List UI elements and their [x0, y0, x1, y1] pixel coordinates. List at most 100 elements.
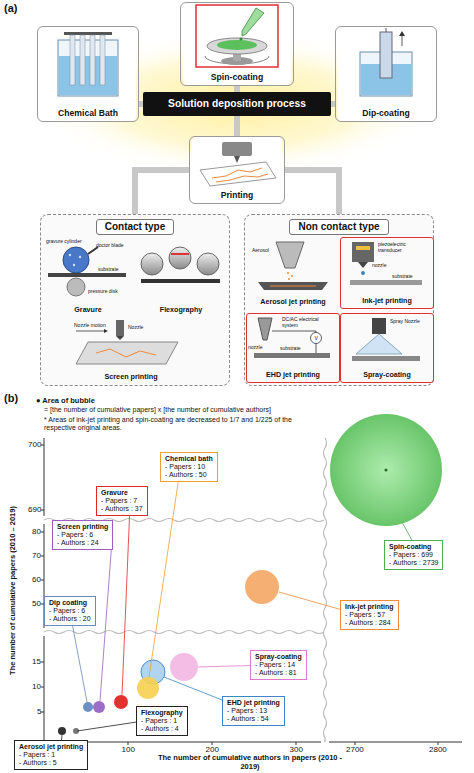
process-box: Spin-coating — [180, 2, 294, 86]
node-title: Ink-jet printing — [341, 297, 433, 306]
tick-label: 70 — [32, 551, 41, 561]
substrate — [350, 280, 422, 285]
piezo — [356, 246, 370, 250]
callout-box: Spin-coating- Papers : 699- Authors : 27… — [384, 540, 443, 570]
roller — [141, 253, 163, 275]
node-title: Screen printing — [68, 372, 194, 381]
node-title: Spin-coating — [389, 543, 438, 551]
spray-cone — [356, 334, 402, 354]
connector — [135, 170, 189, 214]
part-label: Aerosol — [252, 247, 269, 253]
motion-arrow — [76, 331, 104, 332]
node-text: - Authors : 5 — [19, 759, 83, 767]
gravure-cylinder — [63, 247, 89, 273]
slide — [70, 35, 75, 85]
screen — [76, 342, 178, 364]
tick-label: 5 — [37, 707, 41, 717]
node-title: Dip coating — [49, 599, 91, 607]
note-text: ● Area of bubble — [36, 396, 95, 405]
node-text: - Authors : 54 — [227, 715, 280, 723]
tick-label: 2700 — [346, 745, 364, 755]
callout-box: Screen printing- Papers : 6- Authors : 2… — [52, 520, 113, 550]
node-text: - Authors : 20 — [49, 615, 91, 623]
node-text: - Papers : 699 — [389, 551, 438, 559]
part-label: DC/AC electrical system — [282, 316, 332, 328]
tick-label: 60 — [32, 575, 41, 585]
droplet — [361, 271, 365, 275]
callout-box: Gravure- Papers : 7- Authors : 37 — [96, 486, 148, 516]
connector-group — [285, 170, 339, 214]
tick-label: 100 — [122, 745, 135, 755]
region-fill — [244, 214, 434, 386]
callout-box: Ink-jet printing- Papers : 57- Authors :… — [340, 600, 399, 630]
cell — [73, 264, 75, 266]
tick-label: 2800 — [429, 745, 447, 755]
x-axis — [329, 742, 462, 743]
part-label: nozzle — [248, 344, 262, 350]
meter — [311, 333, 322, 344]
callout-box: EHD jet printing- Papers : 13- Authors :… — [222, 696, 285, 726]
tick-label: 700 — [28, 440, 41, 450]
substrate — [258, 282, 328, 290]
node-title: Flexography — [134, 306, 228, 315]
slide — [100, 35, 105, 85]
node-text: - Authors : 4 — [141, 725, 183, 733]
connector-group — [135, 170, 189, 214]
callout-box: Spray-coating- Papers : 14- Authors : 81 — [250, 650, 307, 680]
node-text: - Authors : 50 — [165, 471, 213, 479]
node-text: - Papers : 6 — [49, 607, 91, 615]
tick — [296, 742, 297, 745]
method-box: Gravure — [42, 237, 134, 317]
tick-label: 15 — [32, 657, 41, 667]
node-text: - Authors : 284 — [345, 619, 394, 627]
bubble — [245, 570, 279, 604]
node-text: - Authors : 81 — [255, 669, 302, 677]
panel-label: (b) — [4, 392, 18, 405]
pressure-disk — [67, 278, 85, 296]
tick — [41, 532, 44, 533]
callout-box: Chemical bath- Papers : 10- Authors : 50 — [160, 452, 218, 482]
axis-break — [324, 438, 327, 742]
wire — [272, 331, 316, 333]
tick — [355, 742, 356, 745]
pipette — [242, 8, 264, 36]
panel-label: (a) — [4, 2, 17, 15]
printed-track — [96, 349, 156, 357]
bubble — [83, 702, 93, 712]
dip-substrate — [380, 32, 392, 78]
tick — [438, 742, 439, 745]
callout-box: Aerosol jet printing- Papers : 1- Author… — [14, 740, 88, 770]
y-axis — [44, 636, 45, 742]
method-box: Flexography — [134, 237, 228, 317]
bubble — [58, 727, 66, 735]
node-title: Ink-jet printing — [345, 603, 394, 611]
nozzle-tip — [116, 336, 124, 340]
part-label: Nozzle — [128, 324, 143, 330]
print-head — [222, 142, 252, 156]
process-box: Chemical Bath — [37, 26, 139, 122]
connector-group — [237, 116, 238, 136]
highlight-frame — [196, 5, 278, 67]
connector — [234, 116, 240, 136]
web — [141, 279, 220, 283]
motion-head — [104, 329, 108, 333]
node-text: - Papers : 6 — [57, 531, 108, 539]
tick-label: 200 — [206, 745, 219, 755]
holder — [64, 32, 112, 35]
tick-label: 80 — [32, 527, 41, 537]
node-title: Solution deposition process — [143, 92, 331, 116]
node-text: - Papers : 10 — [165, 463, 213, 471]
node-title: Chemical bath — [165, 455, 213, 463]
print-nozzle — [234, 156, 240, 163]
callout-box: Flexography- Papers : 1- Authors : 4 — [136, 706, 188, 736]
method-box: Spray-coating — [340, 313, 434, 383]
node-text: - Authors : 2739 — [389, 559, 438, 567]
note-text: = [the number of cumulative papers] x [t… — [44, 406, 271, 414]
node-text: - Papers : 1 — [19, 751, 83, 759]
node-title: Contact type — [96, 219, 175, 235]
node-title: Aerosol jet printing — [246, 298, 340, 307]
cell — [79, 256, 81, 258]
bubble — [137, 677, 159, 699]
tick — [41, 556, 44, 557]
part-label: pressure disk — [88, 288, 118, 294]
